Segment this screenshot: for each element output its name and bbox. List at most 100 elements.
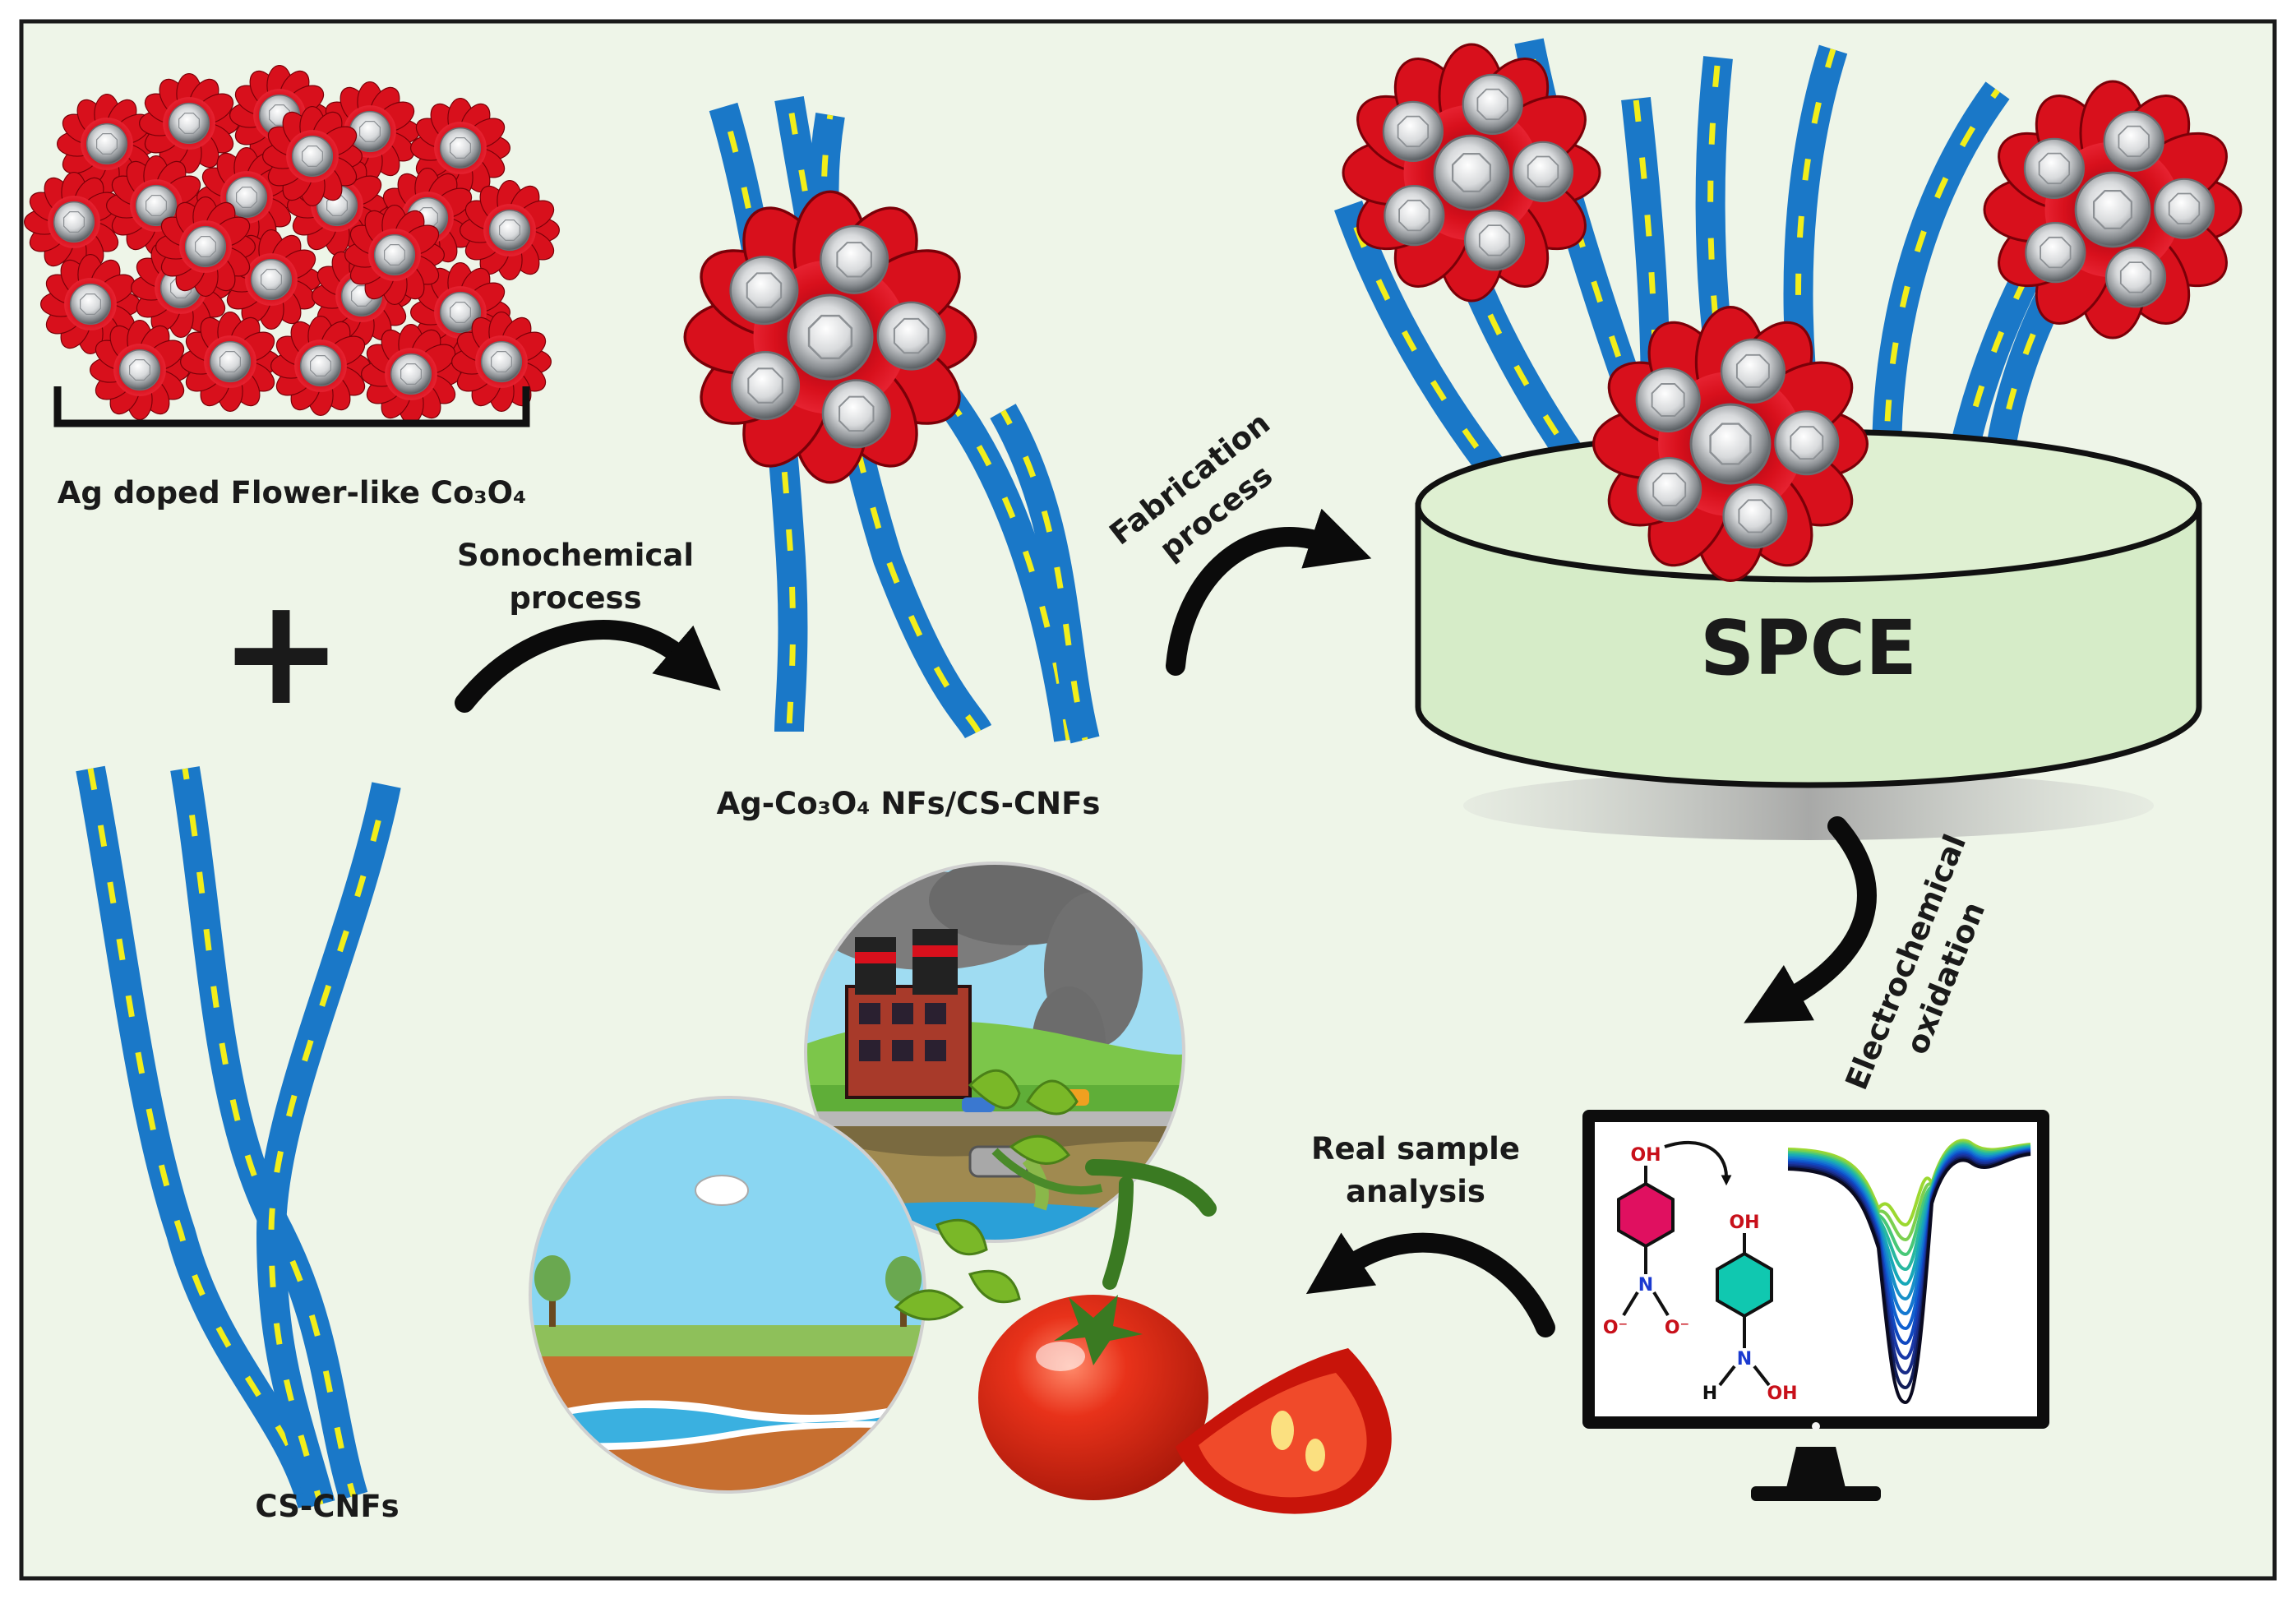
co3o4-flower — [1342, 43, 1601, 303]
ag-nanoparticle — [1635, 367, 1701, 433]
co3o4-flower — [270, 316, 371, 416]
ag-nanoparticle — [1689, 403, 1772, 485]
ag-nanoparticle — [168, 102, 210, 145]
ag-nanoparticle — [85, 122, 128, 165]
real-sample-label-line2: analysis — [1346, 1174, 1485, 1209]
co3o4-flower — [683, 190, 977, 484]
sonochemical-label-line2: process — [509, 580, 641, 616]
spce-shadow — [1463, 771, 2154, 840]
ag-nanoparticle — [1722, 483, 1788, 549]
hydroxylamine-molecule: OH N H OH — [1702, 1213, 1798, 1404]
ag-nanoparticle — [488, 209, 531, 252]
fiber-stripe — [943, 392, 1072, 741]
ag-nanoparticle — [373, 233, 416, 276]
ag-nanoparticle — [731, 351, 801, 421]
co3o4-flower — [460, 180, 560, 280]
ag-nanoparticle — [2103, 110, 2164, 172]
co3o4-flower — [1592, 305, 1869, 583]
ag-nanoparticle — [729, 256, 799, 326]
ag-nanoparticle — [1637, 457, 1702, 523]
ag-nanoparticle — [1774, 410, 1840, 476]
substrate-tray — [53, 386, 530, 427]
tomato-whole — [978, 1295, 1208, 1500]
sonochemical-arrow — [455, 620, 721, 713]
ag-nanoparticle — [250, 258, 293, 301]
oh-right-label: OH — [1729, 1213, 1759, 1233]
fiber-stripe — [1000, 409, 1088, 741]
sonochemical-label-line1: Sonochemical — [457, 538, 694, 573]
fiber-stripe — [720, 106, 796, 732]
tomato-vine — [1085, 1159, 1217, 1217]
ag-nanoparticle — [439, 291, 482, 334]
composite-label: Ag-Co₃O₄ NFs/CS-CNFs — [717, 786, 1101, 821]
real-sample-label-line1: Real sample — [1311, 1131, 1520, 1166]
nitrophenol-molecule: OH N O⁻ O⁻ — [1603, 1145, 1689, 1338]
co3o4-flower — [344, 205, 445, 305]
ag-nanoparticle — [2074, 171, 2151, 248]
real-sample-arrow — [1305, 1232, 1555, 1337]
co3o4-flower — [40, 254, 141, 354]
h-label: H — [1702, 1384, 1717, 1404]
ag-nanoparticle — [291, 135, 334, 178]
fiber-stripe — [1993, 270, 2067, 535]
oh-bottom-label: OH — [1767, 1384, 1797, 1404]
ag-nanoparticle — [299, 344, 342, 387]
ag-nanoparticle — [118, 349, 161, 391]
ag-nanoparticle — [439, 127, 482, 169]
ag-nanoparticle — [135, 184, 178, 227]
voltammogram-curves — [1787, 1139, 2031, 1405]
ag-nanoparticle — [1720, 338, 1786, 404]
co3o4-flower — [361, 324, 461, 424]
ag-nanoparticle — [209, 340, 252, 383]
co3o4-flower — [410, 98, 510, 198]
fiber-stripe — [1345, 204, 1556, 545]
fiber-stripe — [268, 784, 390, 1505]
fabrication-arrow — [1166, 508, 1372, 676]
ag-nanoparticle — [2025, 222, 2086, 284]
monitor-base — [1751, 1486, 1881, 1501]
co3o4-flower — [451, 312, 552, 412]
cloud-icon — [695, 1175, 749, 1206]
ag-nanoparticle — [1463, 210, 1526, 271]
fiber-band — [76, 765, 327, 1508]
ag-nanoparticle — [821, 379, 891, 449]
ag-nanoparticle — [2153, 178, 2215, 239]
co3o4-flower — [262, 106, 363, 206]
ag-nanoparticle — [53, 201, 95, 243]
ag-nanoparticle — [225, 176, 268, 219]
monitor-stand — [1786, 1447, 1846, 1488]
ag-nanoparticle — [820, 224, 889, 294]
ag-nanoparticle — [1384, 185, 1445, 247]
voltammogram-curve — [1787, 1153, 2031, 1405]
tomato-leaves — [894, 1069, 1079, 1321]
plus-sign: + — [219, 566, 344, 738]
ag-co3o4-flowers — [24, 43, 2243, 583]
co3o4-flower — [139, 73, 239, 173]
co3o4-flower — [180, 312, 280, 412]
process-arrows — [455, 508, 1877, 1337]
tomato — [894, 1069, 1392, 1514]
ag-nanoparticle — [1512, 141, 1574, 202]
monitor: OH N O⁻ O⁻ OH N H OH — [1582, 1110, 2049, 1501]
n-plus-label: N — [1638, 1275, 1653, 1296]
ag-nanoparticle — [2104, 247, 2167, 308]
ag-nanoparticle — [787, 293, 874, 381]
o-minus-left-label: O⁻ — [1603, 1318, 1628, 1338]
co3o4-flower — [24, 172, 124, 272]
ag-nanoparticle — [876, 301, 946, 371]
n-hydroxylamine-label: N — [1737, 1349, 1752, 1370]
ag-nanoparticle — [69, 283, 112, 326]
ag-nanoparticle — [1433, 134, 1510, 211]
co3o4-flower — [155, 196, 256, 297]
ag-nanoparticle — [184, 225, 227, 268]
ag-nanoparticle — [2023, 137, 2085, 199]
ag-nanoparticle — [480, 340, 523, 383]
co3o4-flower — [90, 320, 190, 420]
electrochemical-arrow — [1744, 816, 1877, 1023]
ag-nanoparticle — [390, 353, 432, 395]
ag-co3o4-label: Ag doped Flower-like Co₃O₄ — [58, 475, 527, 510]
reaction-arrow — [1664, 1141, 1732, 1186]
ag-nanoparticle — [349, 110, 391, 153]
